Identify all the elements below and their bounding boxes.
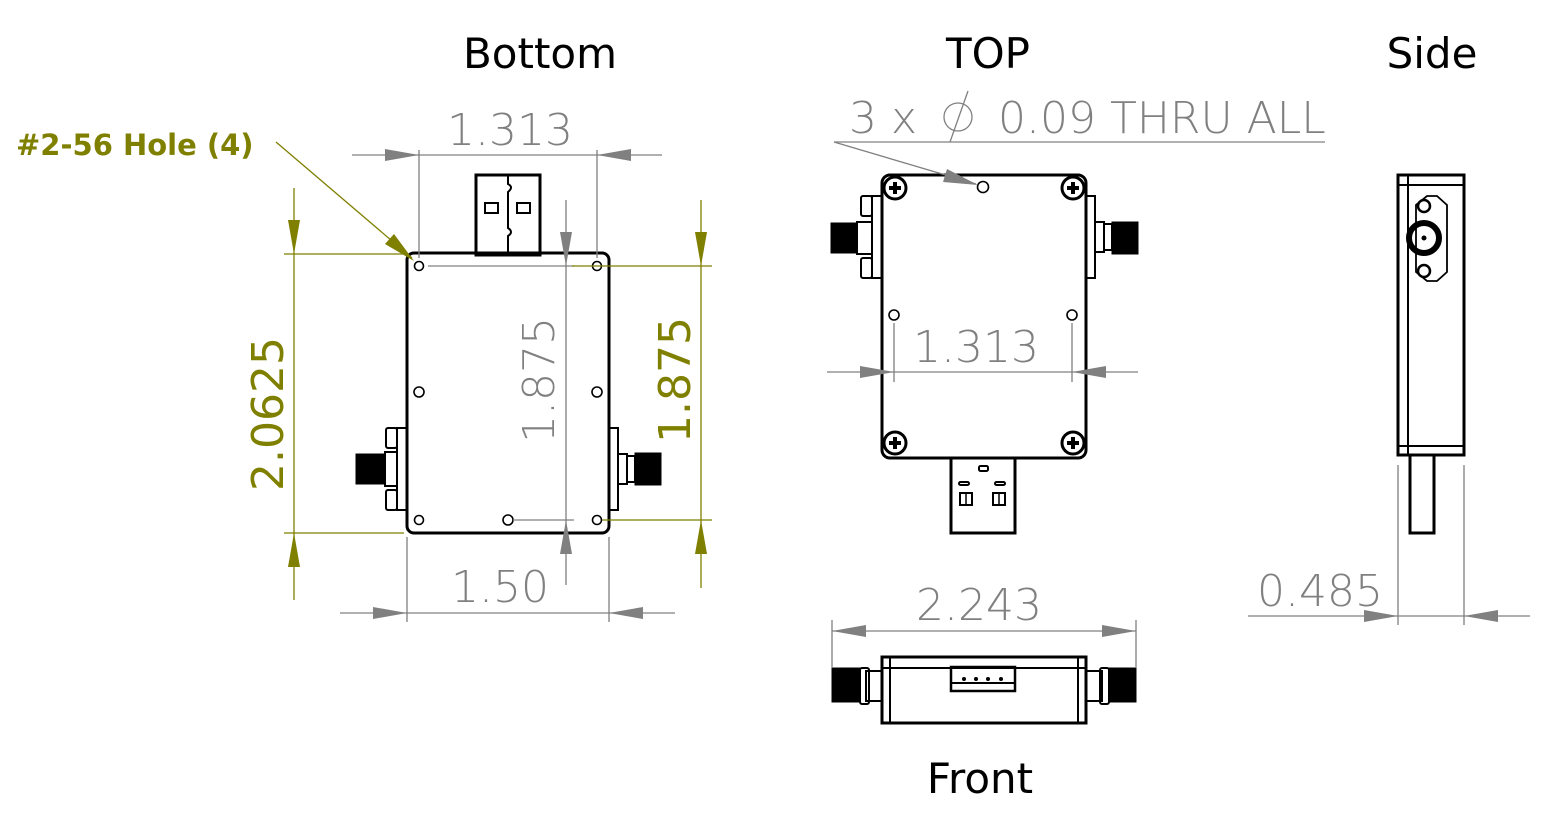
thru-hole bbox=[888, 309, 900, 321]
view-title-top: TOP bbox=[945, 29, 1030, 78]
dimension-side-thickness: 0.485 bbox=[1257, 566, 1383, 617]
sma-connector-face bbox=[1406, 195, 1448, 282]
dimension-front-overall-length: 2.243 bbox=[916, 580, 1042, 631]
sma-connector-right bbox=[1085, 667, 1137, 705]
sma-connector-left bbox=[355, 427, 408, 511]
mounting-hole bbox=[591, 514, 603, 526]
sma-connector-left bbox=[830, 195, 883, 279]
thru-callout-value: 0.09 THRU ALL bbox=[998, 93, 1326, 144]
usb-receptacle bbox=[949, 665, 1017, 693]
hole-callout-label: #2-56 Hole (4) bbox=[16, 128, 254, 162]
dimension-bottom-overall-height: 2.0625 bbox=[243, 337, 294, 491]
dimension-top-hole-spacing: 1.313 bbox=[913, 322, 1039, 373]
mounting-hole bbox=[413, 386, 425, 398]
thru-callout-count: 3 x bbox=[849, 93, 917, 144]
screw-icon bbox=[882, 175, 908, 201]
mounting-hole bbox=[591, 386, 603, 398]
screw-icon bbox=[882, 430, 908, 456]
mounting-hole bbox=[413, 260, 425, 272]
thru-hole bbox=[1066, 309, 1078, 321]
screw-icon bbox=[1060, 175, 1086, 201]
enclosure-body bbox=[405, 251, 611, 535]
front-view: 2.243 bbox=[831, 580, 1137, 725]
dimension-bottom-right-height: 1.875 bbox=[650, 317, 701, 443]
usb-plug bbox=[1408, 453, 1436, 535]
thru-hole bbox=[976, 180, 990, 194]
dimension-bottom-width: 1.50 bbox=[451, 562, 549, 613]
dimension-bottom-inner-height: 1.875 bbox=[514, 317, 565, 443]
bottom-view: 1.313 1.50 1.875 1.875 2.0625 #2-56 Hole bbox=[16, 105, 712, 622]
screw-icon bbox=[1060, 430, 1086, 456]
dimension-bottom-top-width: 1.313 bbox=[447, 105, 573, 156]
mounting-hole bbox=[502, 514, 514, 526]
enclosure-body bbox=[880, 173, 1088, 460]
usb-plug bbox=[474, 173, 542, 257]
mounting-hole bbox=[413, 514, 425, 526]
usb-plug bbox=[949, 456, 1017, 535]
view-title-side: Side bbox=[1387, 29, 1478, 78]
top-view: 1.313 3 x 0.09 THRU ALL bbox=[827, 90, 1326, 535]
view-title-bottom: Bottom bbox=[463, 29, 617, 78]
sma-connector-right bbox=[608, 427, 662, 511]
sma-connector-left bbox=[831, 667, 883, 705]
side-view: 0.485 bbox=[1248, 173, 1530, 625]
diameter-symbol-icon bbox=[943, 90, 973, 143]
sma-connector-right bbox=[1085, 195, 1139, 279]
view-title-front: Front bbox=[927, 754, 1033, 803]
